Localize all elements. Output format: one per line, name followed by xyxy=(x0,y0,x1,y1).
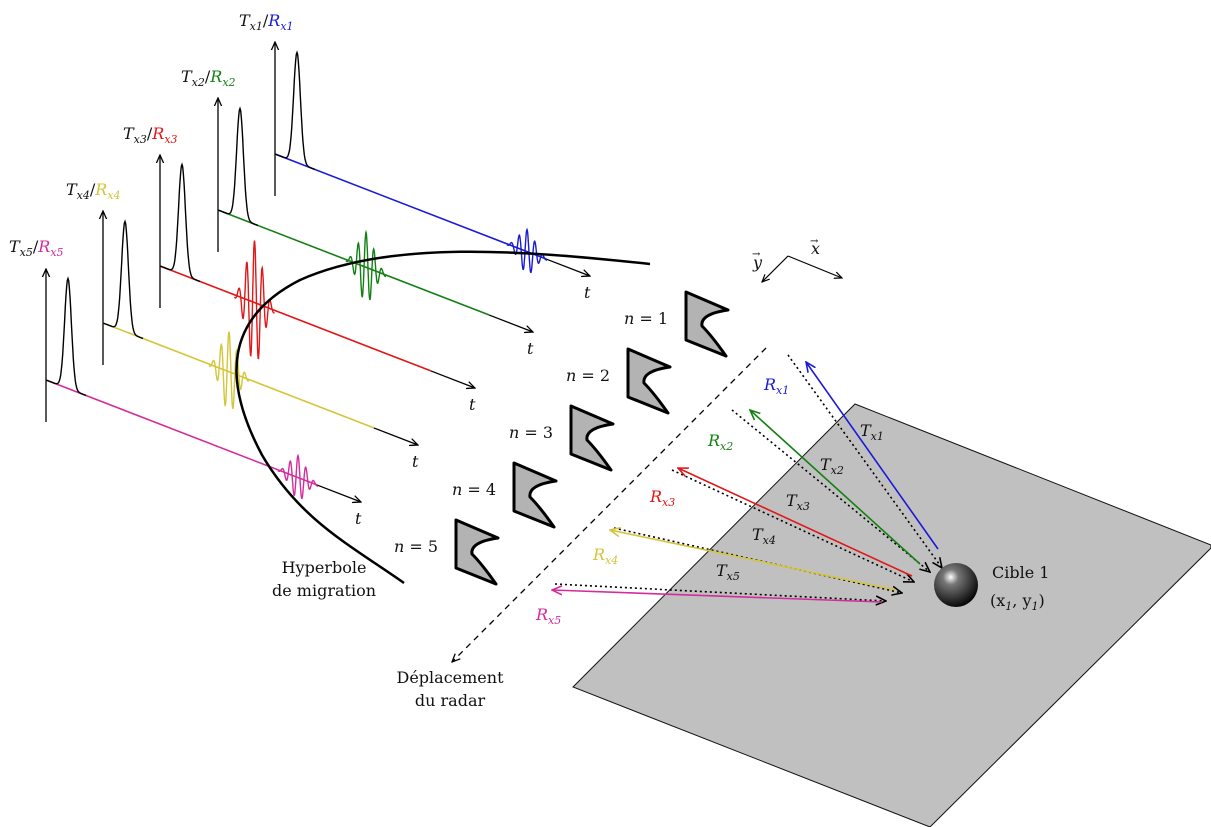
transmit-label: Tx1 xyxy=(860,421,884,443)
radar-shape xyxy=(512,461,558,529)
channel-label: Tx1/Rx1 xyxy=(239,11,294,33)
time-label: t xyxy=(469,395,476,414)
receive-ray xyxy=(552,590,883,603)
time-trace xyxy=(45,379,318,486)
a-scan-traces: t Tx1/Rx1 t Tx2/Rx2 t Tx3/Rx3 t Tx4/Rx4 t Tx5/Rx5 xyxy=(9,11,591,528)
received-echo xyxy=(277,453,318,500)
y-axis-arrow xyxy=(762,255,789,282)
ray-pair-5: Rx5 Tx5 xyxy=(535,561,886,627)
transmitted-pulse xyxy=(159,162,201,283)
time-axis-arrow xyxy=(545,258,590,276)
transmitted-pulse xyxy=(45,276,87,397)
radar-antenna-4: n = 4 xyxy=(452,461,558,529)
receive-label: Rx5 xyxy=(535,605,561,627)
time-label: t xyxy=(584,283,591,302)
ground-plane xyxy=(572,403,1211,827)
migration-hyperbola xyxy=(235,250,651,585)
channel-label: Tx3/Rx3 xyxy=(123,124,178,146)
received-echo xyxy=(345,229,387,301)
receive-ray xyxy=(806,362,939,550)
time-axis-arrow xyxy=(488,314,533,332)
receive-label: Rx4 xyxy=(592,545,618,567)
y-axis-vector-mark: → xyxy=(752,249,761,260)
transmit-ray xyxy=(787,354,942,568)
hyperbola-label-line2: de migration xyxy=(272,581,376,600)
position-label: n = 2 xyxy=(566,366,610,385)
time-axis-arrow xyxy=(373,427,418,445)
axes-indicator: y → x → xyxy=(752,236,842,282)
transmit-label: Tx4 xyxy=(752,525,776,547)
transmit-label: Tx3 xyxy=(786,491,810,513)
receive-label: Rx2 xyxy=(707,431,733,453)
hyperbola-label-line1: Hyperbole xyxy=(282,558,367,577)
position-label: n = 4 xyxy=(452,480,496,499)
time-label: t xyxy=(355,509,362,528)
receive-label: Rx1 xyxy=(763,375,789,397)
time-trace xyxy=(274,153,547,260)
x-axis-label: x xyxy=(811,239,820,258)
target-label-name: Cible 1 xyxy=(992,563,1049,582)
time-trace xyxy=(159,265,432,372)
x-axis-arrow xyxy=(787,255,842,278)
transmit-label: Tx2 xyxy=(820,455,844,477)
transmit-ray xyxy=(613,527,902,593)
radar-shape xyxy=(684,290,730,358)
radar-antenna-5: n = 5 xyxy=(394,518,500,586)
y-axis-label: y xyxy=(752,253,763,272)
transmitted-pulse xyxy=(102,219,144,340)
receive-ray xyxy=(678,468,913,577)
a-scan-channel-3: t Tx3/Rx3 xyxy=(123,124,476,414)
radar-displacement-arrow xyxy=(452,347,767,662)
transmit-label: Tx5 xyxy=(716,561,740,583)
time-label: t xyxy=(412,452,419,471)
channel-label: Tx5/Rx5 xyxy=(9,237,64,259)
radar-shape xyxy=(626,347,672,415)
ray-pair-3: Rx3 Tx3 xyxy=(649,468,914,582)
receive-ray xyxy=(750,410,921,565)
received-echo xyxy=(506,227,547,274)
channel-label: Tx2/Rx2 xyxy=(181,67,236,89)
time-axis-arrow xyxy=(430,370,475,388)
position-label: n = 3 xyxy=(509,423,553,442)
a-scan-channel-5: t Tx5/Rx5 xyxy=(9,237,362,528)
displacement-label-line1: Déplacement xyxy=(397,668,505,687)
a-scan-channel-4: t Tx4/Rx4 xyxy=(66,180,419,471)
position-label: n = 1 xyxy=(624,309,668,328)
radar-antenna-1: n = 1 xyxy=(624,290,730,358)
radar-shape xyxy=(454,518,500,586)
x-axis-vector-mark: → xyxy=(810,236,819,247)
a-scan-channel-2: t Tx2/Rx2 xyxy=(181,67,534,358)
a-scan-channel-1: t Tx1/Rx1 xyxy=(239,11,591,302)
received-echo xyxy=(208,331,250,410)
receive-ray xyxy=(610,530,897,591)
channel-label: Tx4/Rx4 xyxy=(66,180,121,202)
radar-antenna-3: n = 3 xyxy=(509,404,615,472)
transmitted-pulse xyxy=(274,50,316,171)
displacement-label-line2: du radar xyxy=(415,691,486,710)
transmit-ray xyxy=(554,583,886,601)
ray-pair-4: Rx4 Tx4 xyxy=(592,525,902,593)
target-sphere xyxy=(934,563,978,607)
time-label: t xyxy=(527,339,534,358)
time-axis-arrow xyxy=(316,484,361,502)
radar-shape xyxy=(569,404,615,472)
position-label: n = 5 xyxy=(394,537,438,556)
target-label-coords: (x1, y1) xyxy=(990,591,1045,613)
received-echo xyxy=(233,240,275,360)
receive-label: Rx3 xyxy=(649,487,675,509)
radar-positions: n = 1 n = 2 n = 3 n = 4 n = 5 xyxy=(394,290,730,586)
transmitted-pulse xyxy=(217,106,259,227)
radar-antenna-2: n = 2 xyxy=(566,347,672,415)
